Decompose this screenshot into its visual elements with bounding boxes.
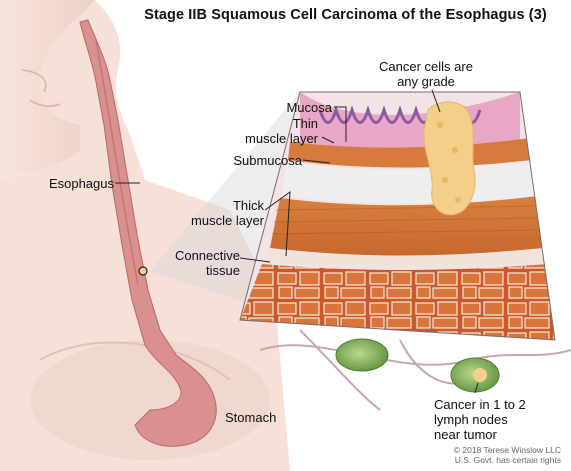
label-lymph-line1: Cancer in 1 to 2 xyxy=(434,397,526,412)
label-connective: Connective tissue xyxy=(166,248,240,278)
copyright-line1: © 2018 Terese Winslow LLC xyxy=(453,445,561,455)
label-thin-muscle: Thin muscle layer xyxy=(214,116,318,146)
label-connective-line1: Connective xyxy=(174,248,240,263)
label-cancer-cells-line1: Cancer cells are xyxy=(379,59,473,74)
label-thin-muscle-line2: muscle layer xyxy=(245,131,318,146)
label-thick-muscle: Thick muscle layer xyxy=(178,198,264,228)
label-lymph-line3: near tumor xyxy=(434,427,497,442)
label-thin-muscle-line1: Thin xyxy=(292,116,318,131)
label-esophagus: Esophagus xyxy=(48,176,114,191)
label-thick-muscle-line1: Thick xyxy=(232,198,264,213)
leader-lines xyxy=(115,89,479,394)
diagram-title: Stage IIB Squamous Cell Carcinoma of the… xyxy=(144,7,547,23)
label-thick-muscle-line2: muscle layer xyxy=(191,213,264,228)
label-cancer-cells-line2: any grade xyxy=(397,74,455,89)
lymph-nodes xyxy=(259,329,571,411)
label-lymph-line2: lymph nodes xyxy=(434,412,508,427)
label-mucosa: Mucosa xyxy=(286,100,332,115)
label-stomach: Stomach xyxy=(225,410,277,425)
copyright: © 2018 Terese Winslow LLC U.S. Govt. has… xyxy=(454,445,561,465)
label-connective-line2: tissue xyxy=(206,263,240,278)
copyright-line2: U.S. Govt. has certain rights xyxy=(454,455,561,465)
tumor xyxy=(423,101,476,216)
label-cancer-cells: Cancer cells are any grade xyxy=(356,59,496,89)
label-lymph-nodes: Cancer in 1 to 2 lymph nodes near tumor xyxy=(434,397,526,442)
label-submucosa: Submucosa xyxy=(233,153,302,168)
